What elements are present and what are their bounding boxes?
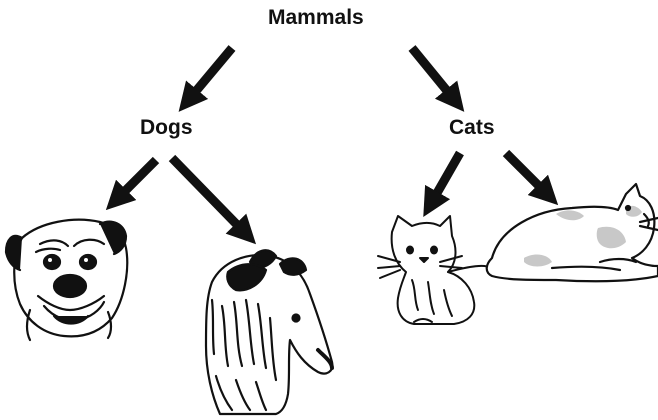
pug-illustration	[6, 220, 127, 340]
arrow-cats-to-lying-cat	[506, 153, 550, 197]
arrow-mammals-to-cats	[412, 48, 457, 103]
lying-cat-illustration	[487, 184, 658, 281]
sitting-cat-illustration	[378, 216, 490, 324]
arrow-dogs-to-collie	[172, 158, 248, 236]
dogs-label: Dogs	[140, 116, 193, 140]
arrow-mammals-to-dogs	[186, 48, 232, 103]
arrow-cats-to-sitting-cat	[429, 153, 460, 207]
arrow-dogs-to-pug	[114, 160, 156, 202]
collie-illustration	[206, 250, 332, 414]
mammals-label: Mammals	[268, 6, 364, 30]
cats-label: Cats	[449, 116, 495, 140]
